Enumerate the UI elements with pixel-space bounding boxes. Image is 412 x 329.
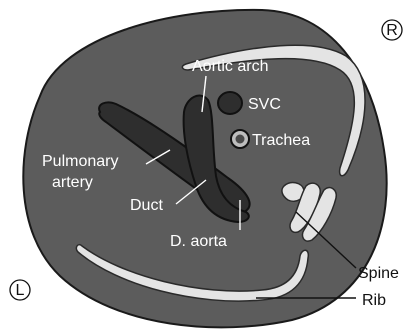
- trachea-lumen: [236, 135, 245, 144]
- rib-label: Rib: [362, 292, 386, 309]
- trachea-label: Trachea: [252, 132, 310, 149]
- pulmonary-artery-label-line1: Pulmonary: [42, 153, 118, 170]
- svc-label: SVC: [248, 96, 281, 113]
- pulmonary-artery-label-line2: artery: [52, 174, 93, 191]
- d-aorta-label: D. aorta: [170, 233, 227, 250]
- svc-vessel: [218, 92, 242, 114]
- right-orientation-label: R: [386, 22, 398, 39]
- spine-label: Spine: [358, 265, 399, 282]
- duct-label: Duct: [130, 197, 163, 214]
- aortic-arch-label: Aortic arch: [192, 58, 268, 75]
- left-orientation-label: L: [16, 282, 25, 299]
